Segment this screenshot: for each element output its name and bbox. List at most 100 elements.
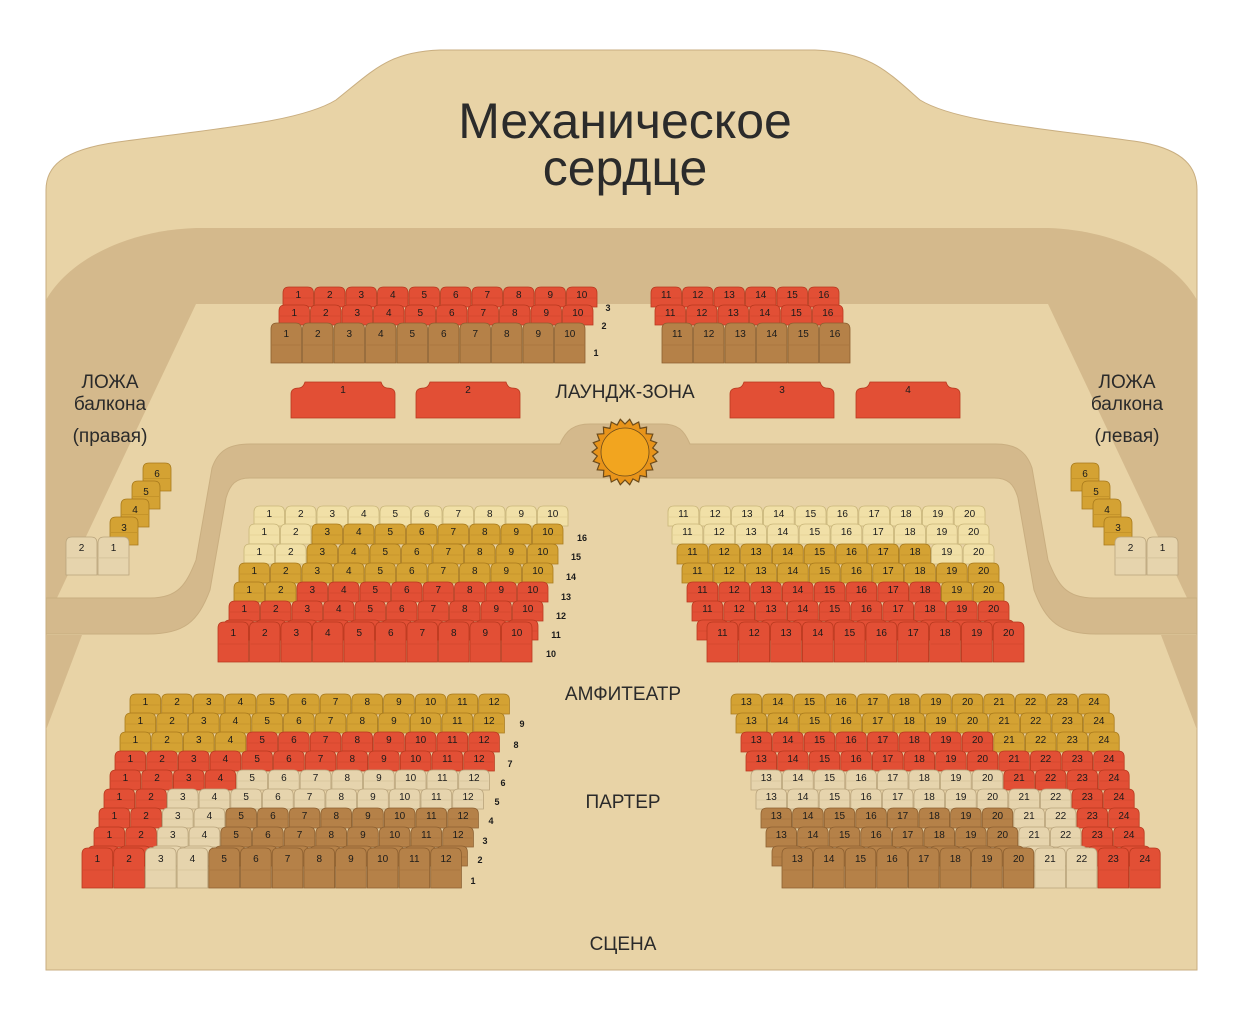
seat-parterre-right-r7-21[interactable]: 21 (1018, 826, 1050, 848)
seat-parterre-right-r5-14[interactable]: 14 (787, 788, 819, 810)
seat-parterre-right-r2-22[interactable]: 22 (1025, 731, 1057, 753)
seat-balcony-left-row-1-5[interactable]: 5 (396, 322, 428, 364)
seat-parterre-left-r2-8[interactable]: 8 (341, 731, 373, 753)
seat-parterre-right-r7-20[interactable]: 20 (986, 826, 1019, 848)
seat-parterre-left-r0-8[interactable]: 8 (351, 693, 383, 715)
seat-parterre-left-r3-8[interactable]: 8 (336, 750, 368, 772)
seat-parterre-right-r1-21[interactable]: 21 (988, 712, 1020, 734)
seat-amph-left-r3-7[interactable]: 7 (427, 562, 459, 584)
lounge-sofa-4[interactable]: 4 (855, 381, 961, 419)
seat-amph-left-r7-5[interactable]: 5 (343, 621, 375, 663)
seat-parterre-left-r4-3[interactable]: 3 (173, 769, 205, 791)
seat-amph-left-r2-8[interactable]: 8 (464, 543, 496, 565)
seat-parterre-right-r5-23[interactable]: 23 (1071, 788, 1103, 810)
seat-parterre-right-r6-16[interactable]: 16 (855, 807, 887, 829)
seat-amph-right-r2-14[interactable]: 14 (772, 543, 804, 565)
seat-parterre-left-r2-4[interactable]: 4 (214, 731, 247, 753)
seat-amph-right-r5-11[interactable]: 11 (691, 600, 724, 622)
seat-amph-right-r1-19[interactable]: 19 (926, 523, 958, 545)
seat-balcony-left-row-1-9[interactable]: 9 (522, 322, 554, 364)
seat-parterre-right-r1-17[interactable]: 17 (862, 712, 894, 734)
seat-parterre-right-r3-21[interactable]: 21 (998, 750, 1030, 772)
seat-parterre-left-r5-12[interactable]: 12 (452, 788, 484, 810)
seat-amph-right-r3-12[interactable]: 12 (713, 562, 745, 584)
seat-amph-left-r4-9[interactable]: 9 (485, 581, 517, 603)
seat-amph-left-r0-8[interactable]: 8 (474, 505, 506, 527)
seat-parterre-right-r7-22[interactable]: 22 (1050, 826, 1082, 848)
seat-amph-left-r5-2[interactable]: 2 (260, 600, 292, 622)
seat-parterre-left-r7-9[interactable]: 9 (347, 826, 379, 848)
seat-amph-right-r0-13[interactable]: 13 (731, 505, 763, 527)
seat-amph-right-r2-11[interactable]: 11 (676, 543, 709, 565)
seat-amph-left-r0-3[interactable]: 3 (316, 505, 348, 527)
seat-parterre-left-r6-8[interactable]: 8 (320, 807, 352, 829)
seat-parterre-left-r9-6[interactable]: 6 (240, 847, 272, 889)
seat-parterre-right-r6-17[interactable]: 17 (887, 807, 919, 829)
seat-parterre-right-r1-22[interactable]: 22 (1020, 712, 1052, 734)
seat-parterre-right-r7-15[interactable]: 15 (828, 826, 861, 848)
seat-amph-left-r3-2[interactable]: 2 (270, 562, 302, 584)
seat-balcony-right-row-1-12[interactable]: 12 (693, 322, 725, 364)
seat-parterre-left-r5-6[interactable]: 6 (262, 788, 294, 810)
seat-amph-right-r4-11[interactable]: 11 (686, 581, 719, 603)
seat-amph-left-r1-7[interactable]: 7 (437, 523, 469, 545)
seat-amph-left-r0-1[interactable]: 1 (253, 505, 285, 527)
seat-parterre-left-r5-11[interactable]: 11 (420, 788, 453, 810)
seat-parterre-left-r5-3[interactable]: 3 (167, 788, 199, 810)
seat-parterre-right-r6-21[interactable]: 21 (1013, 807, 1045, 829)
seat-parterre-right-r1-18[interactable]: 18 (893, 712, 925, 734)
seat-parterre-left-r7-2[interactable]: 2 (125, 826, 157, 848)
seat-parterre-left-r1-3[interactable]: 3 (188, 712, 220, 734)
seat-box-right-1[interactable]: 1 (97, 536, 130, 576)
seat-parterre-right-r5-13[interactable]: 13 (755, 788, 787, 810)
seat-parterre-right-r3-14[interactable]: 14 (777, 750, 809, 772)
seat-parterre-left-r9-3[interactable]: 3 (145, 847, 177, 889)
seat-amph-right-r3-20[interactable]: 20 (967, 562, 1000, 584)
seat-parterre-right-r3-24[interactable]: 24 (1093, 750, 1125, 772)
seat-parterre-left-r2-12[interactable]: 12 (468, 731, 500, 753)
seat-balcony-left-row-1-6[interactable]: 6 (428, 322, 460, 364)
seat-amph-left-r1-10[interactable]: 10 (532, 523, 564, 545)
seat-parterre-right-r3-17[interactable]: 17 (872, 750, 904, 772)
seat-balcony-left-row-2-3[interactable]: 3 (341, 304, 373, 326)
seat-parterre-right-r0-20[interactable]: 20 (951, 693, 984, 715)
seat-parterre-right-r9-13[interactable]: 13 (781, 847, 813, 889)
seat-amph-left-r0-2[interactable]: 2 (285, 505, 317, 527)
seat-parterre-right-r4-23[interactable]: 23 (1066, 769, 1098, 791)
seat-parterre-left-r5-10[interactable]: 10 (388, 788, 421, 810)
seat-balcony-left-row-3-1[interactable]: 1 (282, 286, 314, 308)
seat-parterre-left-r2-10[interactable]: 10 (404, 731, 437, 753)
seat-amph-right-r3-14[interactable]: 14 (777, 562, 809, 584)
seat-parterre-right-r7-13[interactable]: 13 (765, 826, 797, 848)
seat-parterre-right-r6-20[interactable]: 20 (981, 807, 1014, 829)
seat-amph-left-r2-4[interactable]: 4 (338, 543, 370, 565)
seat-parterre-left-r2-11[interactable]: 11 (436, 731, 469, 753)
seat-parterre-left-r0-6[interactable]: 6 (288, 693, 320, 715)
seat-amph-right-r3-19[interactable]: 19 (936, 562, 968, 584)
seat-parterre-left-r4-1[interactable]: 1 (109, 769, 142, 791)
seat-amph-left-r7-9[interactable]: 9 (469, 621, 501, 663)
seat-box-left-2[interactable]: 2 (1114, 536, 1147, 576)
seat-amph-left-r0-7[interactable]: 7 (442, 505, 474, 527)
seat-amph-right-r2-16[interactable]: 16 (835, 543, 868, 565)
seat-parterre-right-r0-17[interactable]: 17 (857, 693, 889, 715)
seat-parterre-right-r2-20[interactable]: 20 (961, 731, 994, 753)
seat-parterre-right-r2-23[interactable]: 23 (1056, 731, 1088, 753)
seat-amph-left-r7-4[interactable]: 4 (312, 621, 344, 663)
seat-parterre-right-r5-19[interactable]: 19 (945, 788, 977, 810)
seat-amph-right-r1-17[interactable]: 17 (862, 523, 894, 545)
seat-balcony-right-row-1-11[interactable]: 11 (661, 322, 693, 364)
seat-box-left-1[interactable]: 1 (1146, 536, 1179, 576)
seat-balcony-right-row-1-14[interactable]: 14 (756, 322, 788, 364)
seat-parterre-left-r3-12[interactable]: 12 (463, 750, 495, 772)
seat-amph-left-r0-10[interactable]: 10 (537, 505, 569, 527)
lounge-sofa-3[interactable]: 3 (729, 381, 835, 419)
seat-parterre-left-r4-9[interactable]: 9 (363, 769, 395, 791)
seat-balcony-left-row-2-9[interactable]: 9 (530, 304, 562, 326)
seat-amph-right-r0-18[interactable]: 18 (890, 505, 922, 527)
seat-parterre-left-r7-7[interactable]: 7 (283, 826, 316, 848)
seat-amph-right-r4-17[interactable]: 17 (877, 581, 909, 603)
seat-balcony-right-row-3-13[interactable]: 13 (713, 286, 745, 308)
seat-parterre-right-r2-24[interactable]: 24 (1088, 731, 1120, 753)
seat-parterre-left-r0-10[interactable]: 10 (414, 693, 447, 715)
